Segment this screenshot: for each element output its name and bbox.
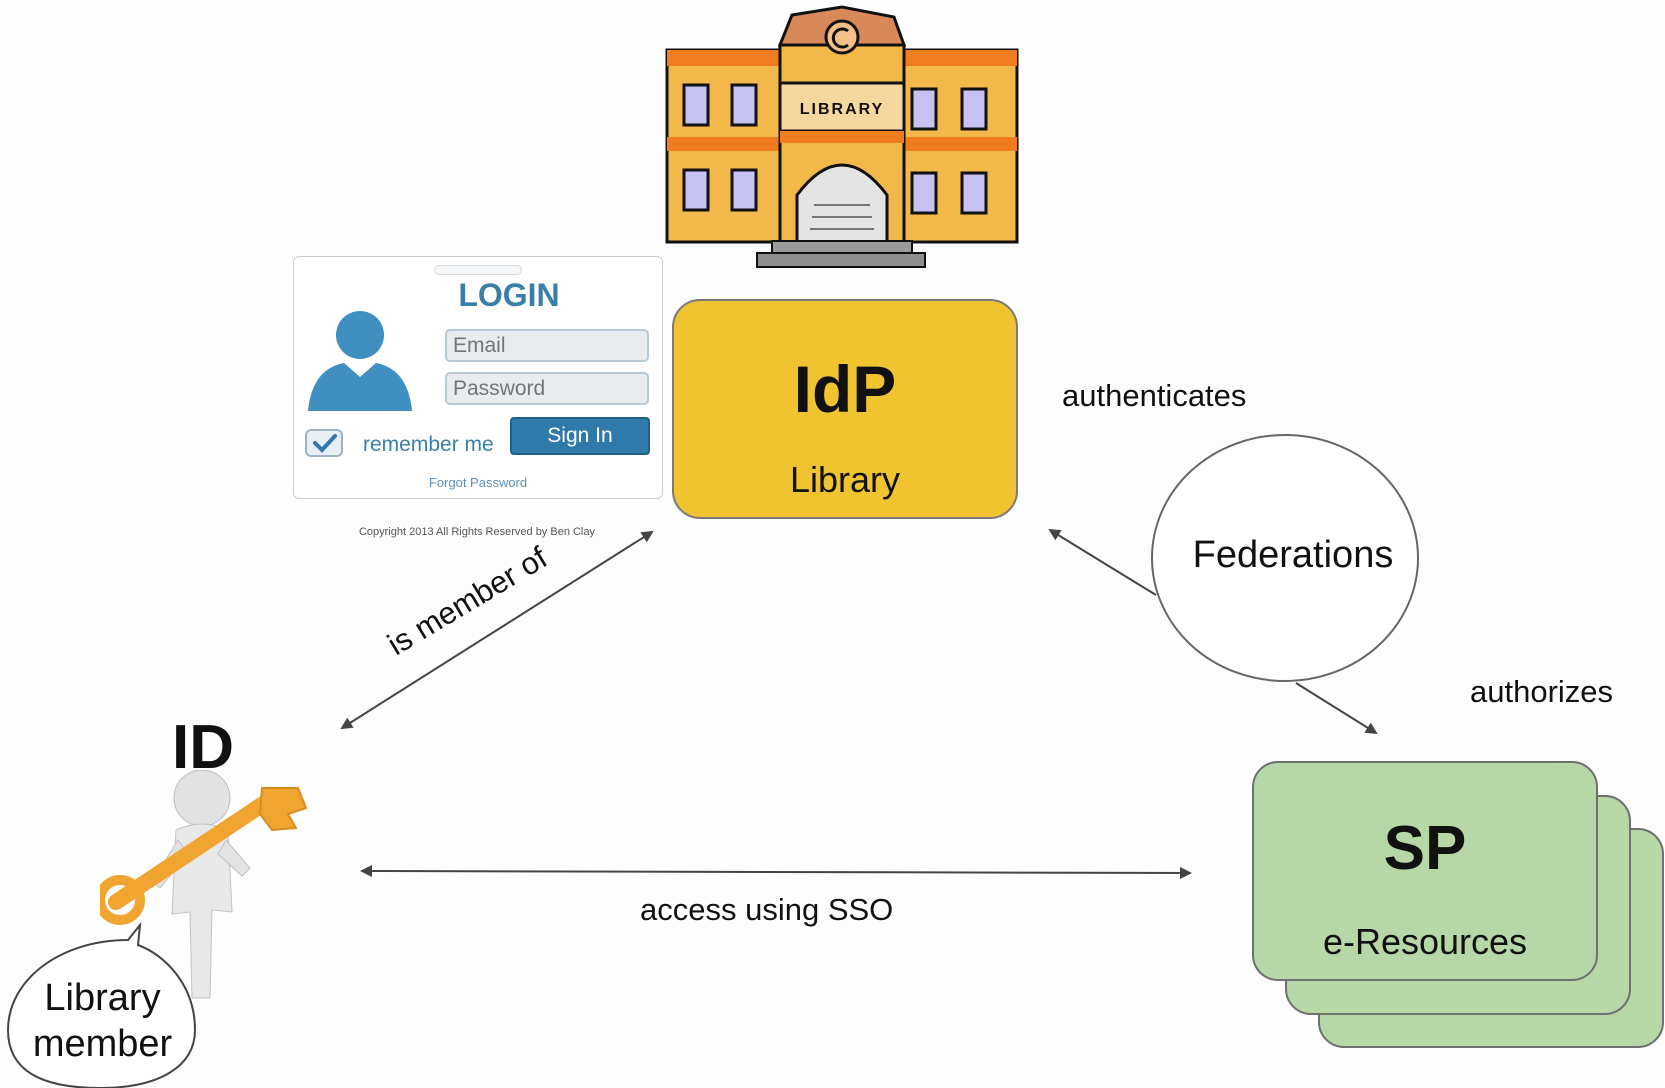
library-building-illustration: LIBRARY (665, 5, 1019, 268)
remember-me-label: remember me (363, 433, 494, 456)
forgot-password-link[interactable]: Forgot Password (428, 475, 528, 490)
login-card: LOGIN remember me Sign In Forgot Passwor… (293, 256, 663, 499)
login-title: LOGIN (458, 277, 560, 313)
login-card-handle (434, 265, 522, 275)
idp-title: IdP (793, 352, 897, 426)
person-with-key-illustration (100, 770, 308, 999)
email-field[interactable] (445, 329, 649, 362)
member-of-arrow (340, 530, 654, 730)
authenticates-label: authenticates (1062, 378, 1247, 413)
idp-box: IdP Library (672, 299, 1018, 519)
user-avatar-icon (308, 311, 412, 411)
sp-subtitle: e-Resources (1322, 921, 1528, 962)
sso-arrow (360, 865, 1192, 879)
federations-circle (1151, 434, 1419, 682)
federations-label: Federations (1192, 534, 1394, 576)
library-member-label: Library member (10, 975, 195, 1067)
remember-me-checkbox[interactable] (305, 429, 343, 457)
sp-box: SP e-Resources (1252, 761, 1598, 981)
federation-to-sp-arrow (1295, 682, 1378, 735)
password-field[interactable] (445, 372, 649, 405)
copyright-text: Copyright 2013 All Rights Reserved by Be… (358, 526, 595, 538)
library-member-line2: member (32, 1023, 173, 1065)
checkmark-icon (313, 434, 337, 453)
federation-to-idp-arrow (1048, 528, 1157, 596)
authorizes-label: authorizes (1470, 674, 1614, 709)
sp-title: SP (1383, 814, 1467, 883)
sso-label: access using SSO (640, 892, 894, 927)
building-sign: LIBRARY (800, 101, 885, 118)
sign-in-button[interactable]: Sign In (510, 417, 650, 455)
library-member-line1: Library (44, 977, 161, 1019)
idp-subtitle: Library (789, 459, 901, 500)
